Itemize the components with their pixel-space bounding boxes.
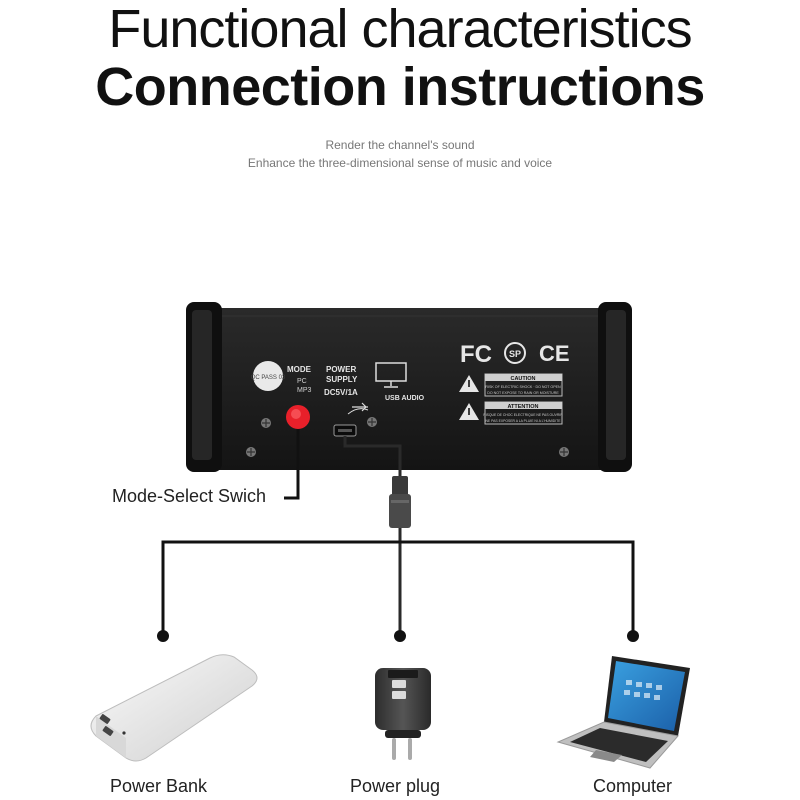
audio-interface-rear-panel bbox=[186, 302, 632, 472]
computer-label: Computer bbox=[593, 776, 673, 796]
connection-dot bbox=[157, 630, 169, 642]
qc-text: QC PASS 03 bbox=[251, 375, 286, 381]
page-title-line2: Connection instructions bbox=[95, 57, 705, 117]
mode-label: MODE bbox=[287, 365, 312, 374]
svg-text:DO NOT EXPOSE TO RAIN OR MOIST: DO NOT EXPOSE TO RAIN OR MOISTURE bbox=[487, 391, 559, 395]
mode-switch-callout-line bbox=[284, 429, 300, 500]
screw-icon bbox=[246, 447, 256, 457]
supply-label: SUPPLY bbox=[326, 375, 358, 384]
distribution-line bbox=[161, 540, 635, 636]
power-adapter-icon bbox=[375, 668, 431, 760]
subtitle-line2: Enhance the three-dimensional sense of m… bbox=[247, 156, 553, 170]
svg-text:RISQUE DE CHOC ELECTRIQUE NE P: RISQUE DE CHOC ELECTRIQUE NE PAS OUVRIR bbox=[483, 413, 563, 417]
qc-pass-sticker: QC PASS 03 bbox=[251, 361, 286, 391]
warning-triangle-icon bbox=[459, 403, 479, 420]
svg-text:SP: SP bbox=[509, 349, 521, 359]
svg-text:NE PAS EXPOSER A LA PLUIE NI A: NE PAS EXPOSER A LA PLUIE NI A L'HUMIDIT… bbox=[485, 419, 561, 423]
usb-cable-connector bbox=[389, 476, 411, 528]
screw-icon bbox=[261, 418, 271, 428]
screw-icon bbox=[559, 447, 569, 457]
csa-us-mark-icon: SP bbox=[504, 342, 526, 364]
connection-dot bbox=[627, 630, 639, 642]
mode-select-switch[interactable] bbox=[286, 405, 310, 429]
screw-icon bbox=[367, 417, 377, 427]
monitor-icon bbox=[375, 362, 407, 388]
power-spec-label: DC5V/1A bbox=[324, 388, 358, 397]
caution-label: CAUTION RISK OF ELECTRIC SHOCK · DO NOT … bbox=[484, 373, 563, 397]
page-title-line1: Functional characteristics bbox=[108, 0, 692, 59]
usb-audio-label: USB AUDIO bbox=[385, 395, 425, 402]
warning-triangle-icon bbox=[459, 375, 479, 392]
laptop-icon bbox=[556, 656, 690, 769]
power-bank-icon bbox=[90, 654, 258, 762]
mode-mp3-label: MP3 bbox=[297, 387, 312, 394]
svg-text:RISK OF ELECTRIC SHOCK · DO NO: RISK OF ELECTRIC SHOCK · DO NOT OPEN bbox=[485, 385, 561, 389]
micro-usb-port bbox=[333, 424, 357, 437]
mode-pc-label: PC bbox=[297, 378, 307, 385]
svg-text:ATTENTION: ATTENTION bbox=[507, 404, 538, 410]
subtitle-line1: Render the channel's sound bbox=[325, 138, 475, 152]
usb-symbol-icon bbox=[347, 402, 369, 415]
ce-mark: CE bbox=[539, 341, 570, 366]
power-bank-label: Power Bank bbox=[110, 776, 208, 796]
svg-text:CAUTION: CAUTION bbox=[510, 376, 535, 382]
mode-switch-callout-label: Mode-Select Swich bbox=[112, 486, 267, 506]
fc-mark: FC bbox=[460, 341, 492, 368]
attention-label: ATTENTION RISQUE DE CHOC ELECTRIQUE NE P… bbox=[483, 401, 563, 425]
usb-cable bbox=[343, 436, 402, 478]
power-label: POWER bbox=[326, 365, 356, 374]
power-plug-label: Power plug bbox=[350, 776, 441, 796]
connection-dot bbox=[394, 630, 406, 642]
